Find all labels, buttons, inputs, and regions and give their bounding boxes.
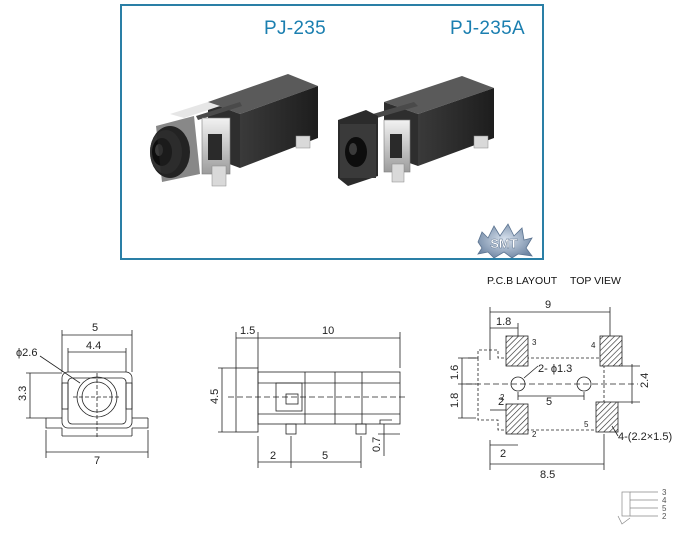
pin-schematic-drawing (617, 491, 658, 525)
jack-render-pj235 (150, 74, 318, 187)
side-dim-pin-offset: 2 (270, 450, 276, 462)
jack-render-pj235a (338, 76, 494, 186)
pcb-dim-gap-b: 2 (500, 448, 506, 460)
pcb-pad-number-2a: 2 (500, 393, 505, 402)
front-dim-hole-dia: ϕ2.6 (16, 347, 37, 359)
model-title-pj235: PJ-235 (264, 18, 327, 39)
side-view-drawing (218, 332, 408, 468)
pcb-dim-left-offset-a: 1.6 (449, 365, 461, 380)
smt-badge-icon: SMT (477, 223, 533, 258)
pcb-dim-top-offset: 1.8 (496, 316, 511, 328)
schematic-pin-5: 5 (662, 504, 667, 513)
pcb-dim-right-height: 2.4 (639, 373, 651, 388)
front-dim-width: 5 (92, 322, 98, 334)
pcb-pad-spec: 4-(2.2×1.5) (618, 431, 672, 443)
pcb-layout-header: P.C.B LAYOUT (487, 275, 558, 287)
schematic-pin-4: 4 (662, 496, 667, 505)
side-dim-height: 4.5 (209, 389, 221, 404)
pcb-dim-hole-spacing: 5 (546, 396, 552, 408)
pcb-dim-gap-a: 2 (498, 396, 504, 408)
side-dim-pin-spacing: 5 (322, 450, 328, 462)
schematic-pin-2: 2 (662, 512, 667, 521)
side-dim-body-len: 10 (322, 325, 334, 337)
pcb-hole-label: 2- ϕ1.3 (538, 363, 572, 375)
product-renders: SMT (150, 74, 533, 258)
side-dim-front-len: 1.5 (240, 325, 255, 337)
pcb-layout-drawing (458, 307, 640, 470)
front-dim-base-width: 7 (94, 455, 100, 467)
top-view-header: TOP VIEW (570, 275, 621, 287)
pcb-dim-left-offset-b: 1.8 (449, 393, 461, 408)
front-dim-height: 3.3 (17, 386, 29, 401)
pcb-pad-number-4: 4 (591, 341, 596, 350)
schematic-pin-3: 3 (662, 488, 667, 497)
model-title-pj235a: PJ-235A (450, 18, 525, 39)
front-dim-inner-width: 4.4 (86, 340, 101, 352)
pcb-dim-bottom-width: 8.5 (540, 469, 555, 481)
pcb-pad-number-2b: 2 (532, 430, 537, 439)
pcb-dim-overall-width: 9 (545, 299, 551, 311)
product-photo-panel: PJ-235 PJ-235A (120, 4, 544, 260)
pcb-pad-number-3: 3 (532, 338, 537, 347)
pcb-pad-number-5: 5 (584, 420, 589, 429)
front-view-drawing (26, 330, 149, 458)
smt-badge-label: SMT (490, 236, 518, 251)
side-dim-pin-height: 0.7 (371, 437, 383, 452)
